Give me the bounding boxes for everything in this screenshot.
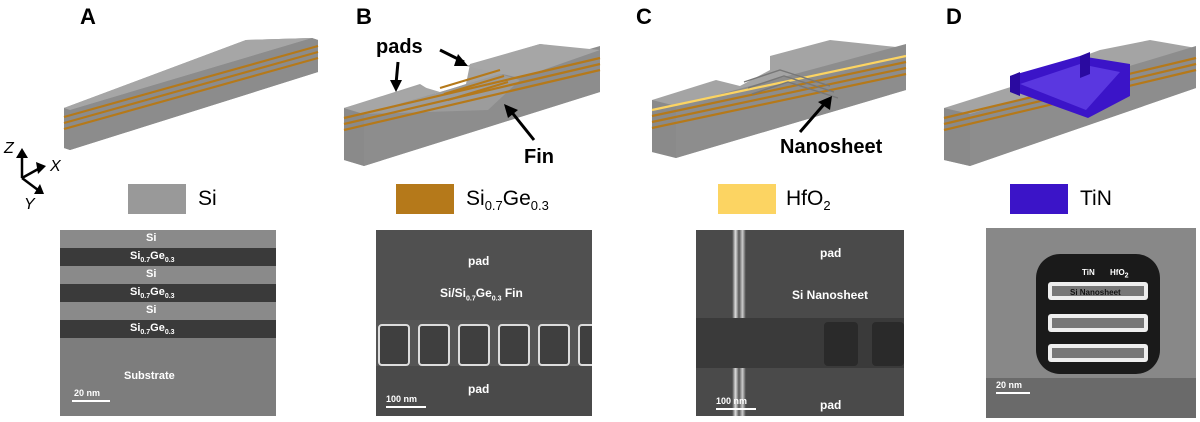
micrograph-a: Si Si0.7Ge0.3 Si Si0.7Ge0.3 Si Si0.7Ge0.…	[60, 230, 276, 416]
scale-label: 20 nm	[74, 388, 101, 398]
axis-label-z: Z	[4, 140, 14, 157]
legend-swatch-tin	[1010, 184, 1068, 214]
substrate-label: Substrate	[124, 370, 175, 382]
slab-c	[651, 40, 907, 158]
legend-label-hfo2: HfO2	[786, 187, 831, 214]
panel-letter-b: B	[356, 4, 372, 29]
micrograph-d: TiN HfO2 Si Nanosheet 20 nm	[986, 228, 1196, 418]
callout-nanosheet: Nanosheet	[780, 136, 883, 158]
scale-label: 20 nm	[996, 380, 1023, 390]
nanosheet-label: Si Nanosheet	[792, 288, 869, 302]
slab-d	[943, 40, 1197, 166]
axis-label-x: X	[50, 158, 61, 175]
scale-bar	[996, 392, 1030, 394]
callout-pads: pads	[376, 36, 423, 58]
nanosheet-label: Si Nanosheet	[1070, 288, 1121, 297]
legend-swatch-sige	[396, 184, 454, 214]
micrograph-c: pad Si Nanosheet pad 100 nm	[696, 230, 904, 416]
scale-bar	[716, 408, 756, 410]
axis-triad	[16, 148, 46, 194]
scale-label: 100 nm	[386, 394, 418, 404]
legend-label-si: Si	[198, 187, 217, 210]
legend-label-tin: TiN	[1080, 187, 1112, 210]
layer-label: Si0.7Ge0.3	[130, 322, 175, 337]
slab-b	[343, 44, 601, 166]
layer-label: Si0.7Ge0.3	[130, 250, 175, 265]
layer-label: Si	[146, 304, 157, 316]
pad-top-label: pad	[468, 254, 490, 268]
scale-bar	[72, 400, 110, 402]
scale-label: 100 nm	[716, 396, 748, 406]
scale-bar	[386, 406, 426, 408]
legend-swatch-hfo2	[718, 184, 776, 214]
tin-label: TiN	[1082, 268, 1095, 277]
legend-swatch-si	[128, 184, 186, 214]
panel-letter-a: A	[80, 4, 96, 29]
layer-label: Si0.7Ge0.3	[130, 286, 175, 301]
fin-label: Si/Si0.7Ge0.3 Fin	[440, 286, 523, 303]
hfo2-label: HfO2	[1110, 268, 1129, 280]
legend-label-sige: Si0.7Ge0.3	[466, 187, 549, 214]
layer-label: Si	[146, 268, 157, 280]
micrograph-b: pad Si/Si0.7Ge0.3 Fin pad 100 nm	[376, 230, 592, 416]
pad-top-label: pad	[820, 246, 842, 260]
axis-label-y: Y	[24, 196, 35, 213]
panel-letter-d: D	[946, 4, 962, 29]
layer-label: Si	[146, 232, 157, 244]
callout-fin: Fin	[524, 146, 554, 168]
panel-letter-c: C	[636, 4, 652, 29]
pad-bottom-label: pad	[820, 398, 842, 412]
pad-bottom-label: pad	[468, 382, 490, 396]
slab-a	[63, 38, 319, 150]
